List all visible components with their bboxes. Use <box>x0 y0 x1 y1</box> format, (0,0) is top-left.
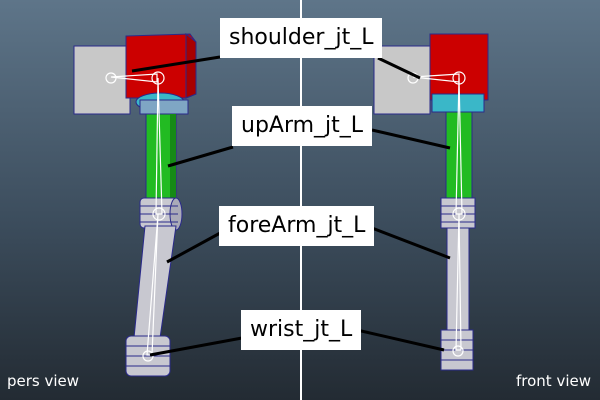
pers-arm-model[interactable] <box>73 32 197 377</box>
foreArm-joint <box>452 207 466 221</box>
shoulder-joint <box>105 72 117 84</box>
wrist-joint <box>452 345 464 357</box>
upArm-joint <box>151 71 165 85</box>
foreArm-joint-label: foreArm_jt_L <box>219 206 375 246</box>
shoulder-joint-label: shoulder_jt_L <box>220 18 383 58</box>
pers-view-label: pers view <box>7 372 80 390</box>
wrist-joint-label: wrist_jt_L <box>241 310 362 350</box>
upArm-joint-label: upArm_jt_L <box>232 106 373 146</box>
front-view-label: front view <box>516 372 591 390</box>
upArm-leader-right <box>371 128 451 150</box>
shoulder-leader-right <box>377 56 421 80</box>
front-arm-model[interactable] <box>373 33 489 371</box>
shoulder-leader-left <box>131 55 221 73</box>
foreArm-joint <box>152 207 166 221</box>
wrist-leader-right <box>356 328 445 352</box>
foreArm-leader-left <box>166 230 223 264</box>
side-block <box>73 45 131 115</box>
upArm-joint <box>452 71 466 85</box>
wrist-leader-left <box>149 336 243 357</box>
elbow-cylinder <box>440 197 476 229</box>
upper-arm <box>445 111 473 203</box>
leader-lines <box>131 55 451 357</box>
foreArm-leader-right <box>371 226 451 260</box>
wrist-joint <box>142 350 154 362</box>
upArm-leader-left <box>167 145 234 168</box>
